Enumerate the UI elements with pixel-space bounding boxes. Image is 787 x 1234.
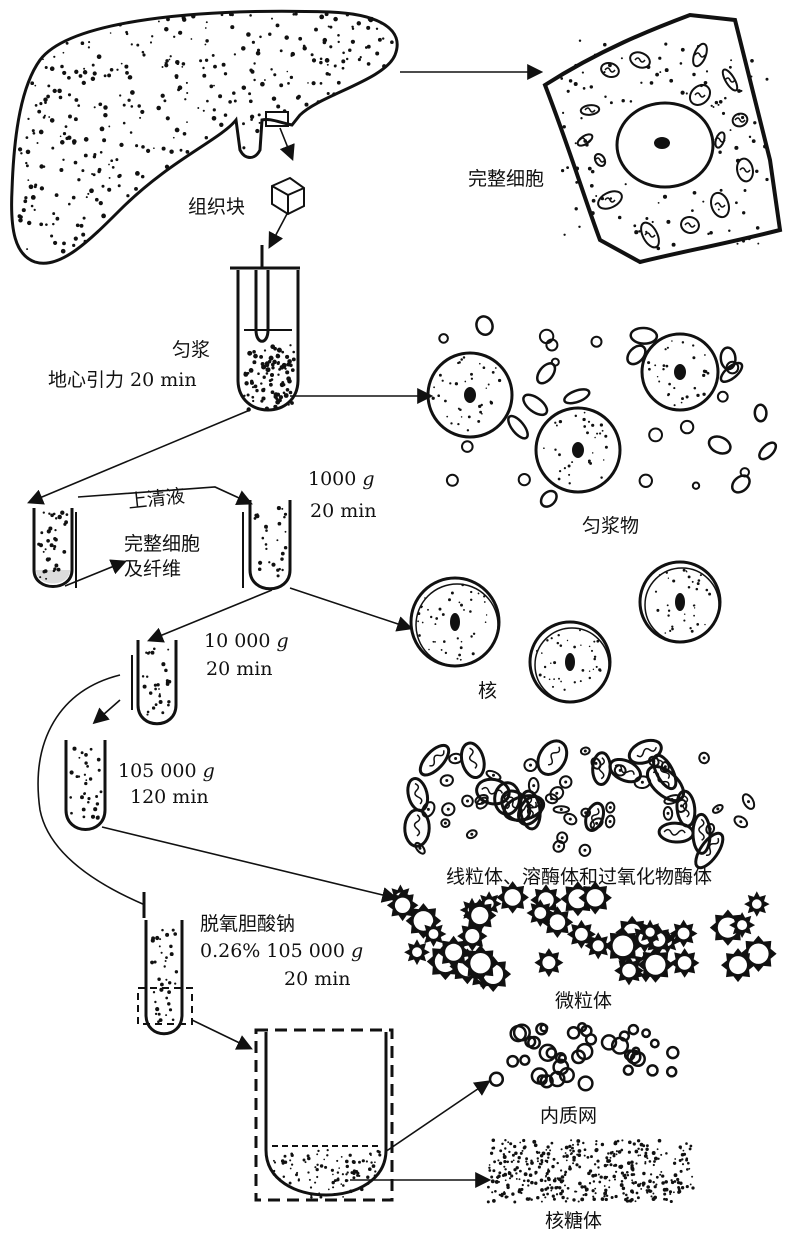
label-er: 内质网 [540,1105,598,1127]
g-unit: g [351,940,364,962]
g-unit: g [202,760,215,782]
intact-cell-illustration [542,12,783,265]
homogenate-illustration [426,315,778,508]
tube-5 [137,920,193,1036]
nuclei-illustration [409,560,722,704]
label-nucleus: 核 [478,680,498,702]
spin1-force-value: 1000 [308,468,357,490]
label-centrifuge-time: 地心引力 20 min [48,369,197,391]
label-tissue-block: 组织块 [188,196,246,218]
label-spin2-force: 10 000 g [204,630,289,653]
flow-arrows [27,64,544,1188]
label-spin1-force: 1000 g [308,468,375,491]
label-spin2-time: 20 min [206,658,273,680]
organelles-illustration [403,738,756,870]
g-unit: g [276,630,289,652]
g-unit: g [362,468,375,490]
detergent-conc-value: 0.26% 105 000 [200,940,345,962]
spin2-force-value: 10 000 [204,630,271,652]
label-cells-fibers-1: 完整细胞 [124,533,201,555]
enlarged-tube [254,1028,394,1202]
label-ribosome: 核糖体 [545,1210,603,1232]
tube-3 [131,640,178,726]
er-illustration [488,1021,680,1092]
label-homogenize: 匀浆 [172,339,211,361]
label-intact-cell: 完整细胞 [468,168,545,190]
label-detergent-conc: 0.26% 105 000 g [200,940,363,963]
label-homogenate: 匀浆物 [582,515,640,537]
label-spin1-time: 20 min [310,500,377,522]
ribosome-illustration [486,1138,695,1204]
tissue-block-icon [271,176,305,216]
label-detergent: 脱氧胆酸钠 [200,913,296,935]
label-organelles: 线粒体、溶酶体和过氧化物酶体 [446,866,713,888]
label-cells-fibers-2: 及纤维 [124,558,182,580]
homogenizer-illustration [230,245,300,412]
label-detergent-time: 20 min [284,968,351,990]
label-spin3-force: 105 000 g [118,760,215,783]
spin3-force-value: 105 000 [118,760,197,782]
liver-illustration [10,9,399,265]
tube-1 [32,508,77,588]
label-microsome: 微粒体 [555,990,613,1012]
microsome-illustration [386,881,777,992]
label-spin3-time: 120 min [130,786,209,808]
